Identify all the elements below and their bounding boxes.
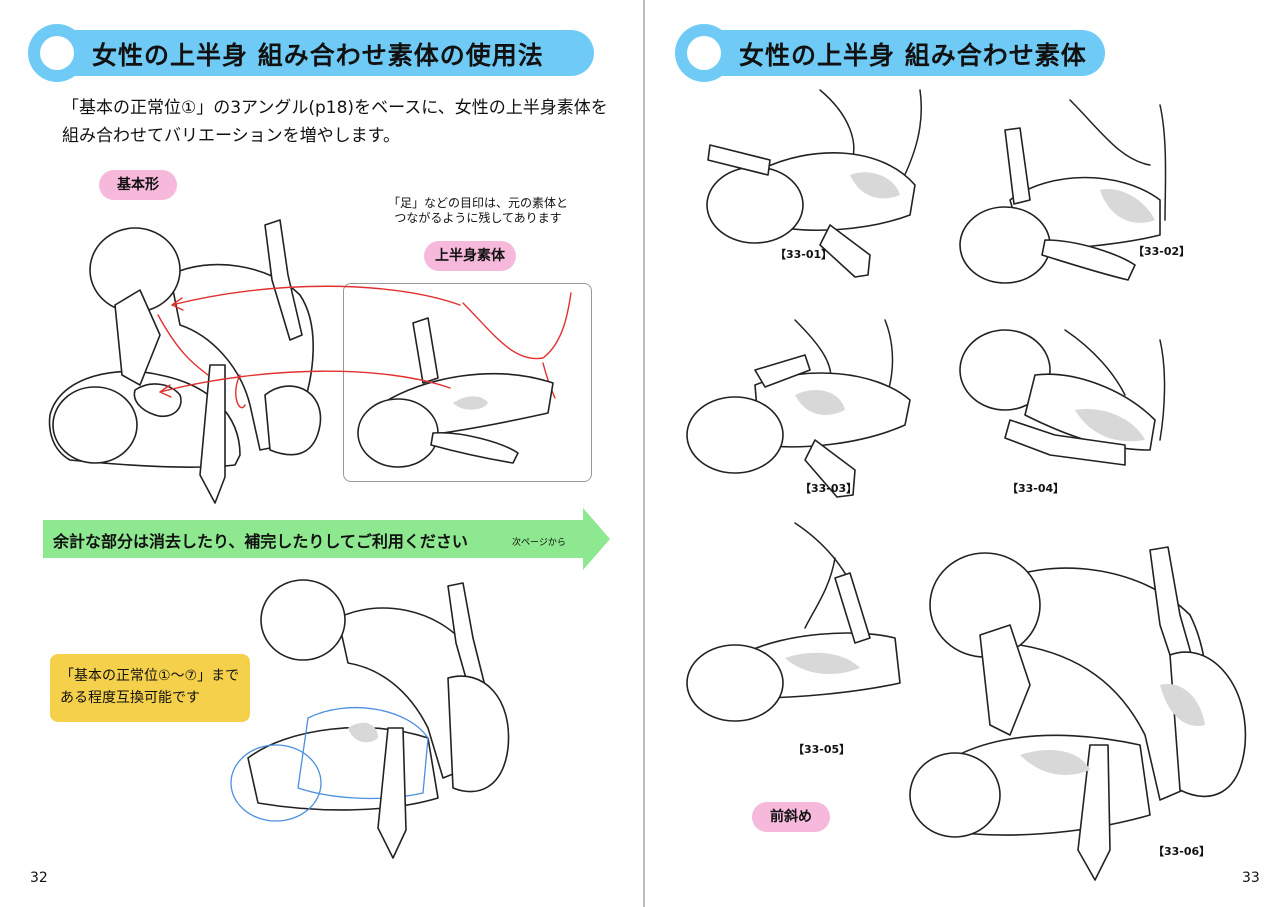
fig02-shade [1100, 189, 1155, 223]
right-page: 女性の上半身 組み合わせ素体 【33-01】 【33-02】 【33-03】 [645, 0, 1288, 907]
right-page-title: 女性の上半身 組み合わせ素体 [739, 41, 1087, 70]
fig02-partner-line-2 [1159, 104, 1167, 221]
fig04-head [959, 329, 1051, 411]
component-red-outline [462, 292, 572, 360]
fig05-shade [785, 652, 860, 674]
code-33-03: 【33-03】 [800, 482, 858, 495]
fig03-head [686, 396, 784, 474]
lower-figure-chest [133, 383, 182, 417]
red-arrow-top [171, 285, 461, 306]
fig02-head [959, 206, 1051, 284]
component-shade [453, 396, 488, 410]
fig05-raised-arm [834, 572, 871, 644]
fig06-bent-arm [979, 624, 1031, 736]
code-33-02: 【33-02】 [1133, 245, 1191, 258]
fig01-partner-line-2 [899, 89, 923, 186]
basic-form-label: 基本形 [99, 170, 177, 200]
compatibility-note-line-1: 「基本の正常位①〜⑦」まで [60, 668, 240, 684]
combined-blue-head [230, 744, 322, 822]
red-arrowhead-top [171, 297, 184, 311]
banner-shape [43, 508, 610, 570]
combined-blue-outline [297, 706, 429, 800]
bent-arm [114, 289, 161, 386]
raised-leg [264, 219, 303, 341]
code-33-04: 【33-04】 [1007, 482, 1065, 495]
basic-pose-figure [48, 219, 322, 504]
supporting-arm [199, 364, 226, 504]
fig06-support-arm [1077, 744, 1111, 881]
green-arrow-banner [43, 508, 610, 570]
fig01-raised-arm [707, 144, 771, 176]
left-title-bar [46, 30, 594, 76]
marker-note: 「足」などの目印は、元の素体と つながるように残してあります [387, 196, 568, 225]
code-33-01: 【33-01】 [775, 248, 833, 261]
fig06-knee [1169, 651, 1247, 798]
left-title-circle-icon [28, 24, 86, 82]
left-page: 女性の上半身 組み合わせ素体の使用法 「基本の正常位①」の3アングル(p18)を… [0, 0, 643, 907]
fig06-shade-2 [1160, 684, 1205, 726]
red-arrowhead-bottom [159, 384, 172, 398]
fig02-partner-line [1069, 99, 1151, 166]
front-diagonal-label: 前斜め [752, 802, 830, 832]
fig05-head [686, 644, 784, 722]
fig01-lower-arm [819, 224, 871, 278]
red-arrow-bottom [159, 370, 451, 393]
fig04-shade [1075, 409, 1145, 442]
combined-pose-figure [230, 579, 510, 859]
fig03-raised-arm [754, 354, 811, 388]
fig06-lower-head [909, 752, 1001, 838]
knee-shape [264, 385, 322, 456]
right-page-number: 33 [1242, 870, 1260, 886]
fig04-lower-arm [1004, 419, 1126, 466]
upper-body-component-figure [357, 292, 572, 468]
component-raised-arm [412, 317, 439, 384]
fig01-shade [850, 172, 900, 199]
figure-33-05 [686, 522, 901, 722]
fig02-lower-arm [1041, 239, 1136, 281]
fig03-shade [795, 390, 845, 415]
left-page-title: 女性の上半身 組み合わせ素体の使用法 [92, 41, 544, 70]
fig04-partner-line-2 [1159, 339, 1166, 441]
figure-33-02 [959, 99, 1167, 284]
combined-support-arm [377, 727, 407, 859]
fig02-raised-arm [1004, 127, 1031, 205]
combined-upper-head [260, 579, 346, 661]
fig05-partner-line-2 [804, 557, 836, 629]
lower-figure-head [52, 386, 138, 464]
banner-subtext: 次ページから [512, 538, 566, 548]
red-arrows [159, 285, 461, 398]
combined-knee [447, 675, 510, 793]
figure-33-04 [959, 329, 1166, 466]
left-page-number: 32 [30, 870, 48, 886]
code-33-06: 【33-06】 [1153, 845, 1211, 858]
combined-shade [348, 722, 378, 743]
figure-33-01 [706, 89, 923, 278]
right-title-bar [695, 30, 1105, 76]
fig03-lower-arm [804, 439, 856, 498]
figure-33-06 [909, 546, 1247, 881]
upper-body-component-box [343, 283, 592, 482]
compatibility-note-line-2: ある程度互換可能です [60, 690, 200, 706]
page-gutter [643, 0, 645, 907]
fig01-head [706, 166, 804, 244]
compatibility-note: 「基本の正常位①〜⑦」まで ある程度互換可能です [50, 654, 250, 722]
red-guide-line-1 [157, 314, 209, 376]
component-lower-arm [430, 432, 519, 464]
fig06-shade [1020, 750, 1090, 775]
fig04-partner-line [1064, 329, 1126, 396]
right-title-circle-icon [675, 24, 733, 82]
upper-body-label: 上半身素体 [424, 241, 516, 271]
banner-text: 余計な部分は消去したり、補完したりしてご利用ください [53, 532, 468, 551]
intro-line-2: 組み合わせてバリエーションを増やします。 [62, 126, 400, 146]
figure-33-03 [686, 319, 911, 498]
red-guide-line-2 [235, 374, 246, 409]
code-33-05: 【33-05】 [793, 743, 851, 756]
intro-text: 「基本の正常位①」の3アングル(p18)をベースに、女性の上半身素体を 組み合わ… [62, 94, 622, 150]
intro-line-1: 「基本の正常位①」の3アングル(p18)をベースに、女性の上半身素体を [62, 98, 608, 118]
